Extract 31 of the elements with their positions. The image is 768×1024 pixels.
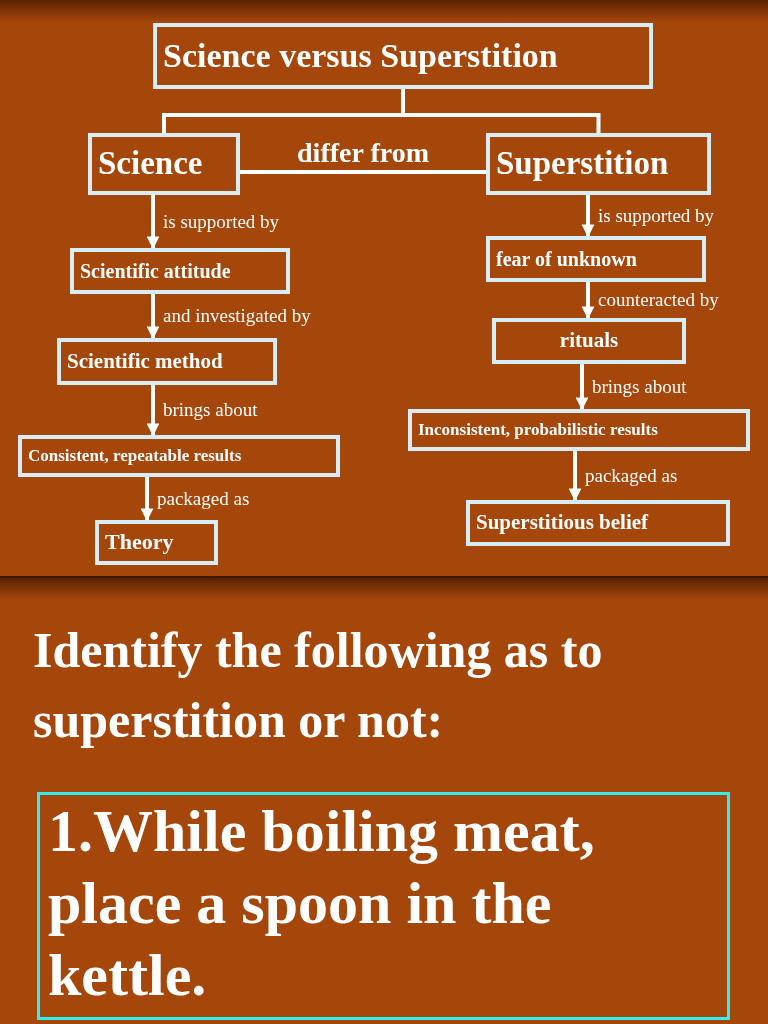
question-box: 1.While boiling meat, place a spoon in the kettle.	[37, 792, 730, 1020]
arrow	[146, 294, 160, 340]
concept-box: Theory	[95, 520, 218, 565]
edge-label: differ from	[296, 136, 430, 169]
slide-heading: Identify the following as to superstition or not:	[33, 621, 604, 750]
concept-box: Superstitious belief	[466, 500, 730, 546]
arrow	[146, 195, 160, 250]
edge-label: is supported by	[162, 210, 281, 233]
concept-box: Scientific method	[57, 338, 277, 385]
edge-label: and investigated by	[162, 305, 312, 327]
arrow	[581, 195, 595, 238]
edge-label: counteracted by	[597, 289, 720, 311]
concept-box: rituals	[492, 318, 686, 364]
concept-box: Superstition	[486, 133, 711, 195]
concept-box: Science versus Superstition	[153, 23, 653, 89]
edge-label: brings about	[162, 399, 259, 421]
concept-box: Inconsistent, probabilistic results	[408, 409, 750, 451]
arrow	[575, 364, 589, 411]
arrow	[146, 385, 160, 437]
concept-box: Scientific attitude	[70, 248, 290, 294]
edge-label: is supported by	[597, 204, 716, 227]
edge-label: packaged as	[156, 487, 251, 510]
arrow	[581, 282, 595, 320]
arrow	[568, 451, 582, 502]
concept-box: Consistent, repeatable results	[18, 435, 340, 477]
concept-box: fear of unknown	[486, 236, 706, 282]
concept-box: Science	[88, 133, 240, 195]
arrow	[140, 477, 154, 522]
connector-line	[240, 170, 486, 174]
edge-label: packaged as	[584, 464, 679, 487]
edge-label: brings about	[591, 375, 688, 398]
